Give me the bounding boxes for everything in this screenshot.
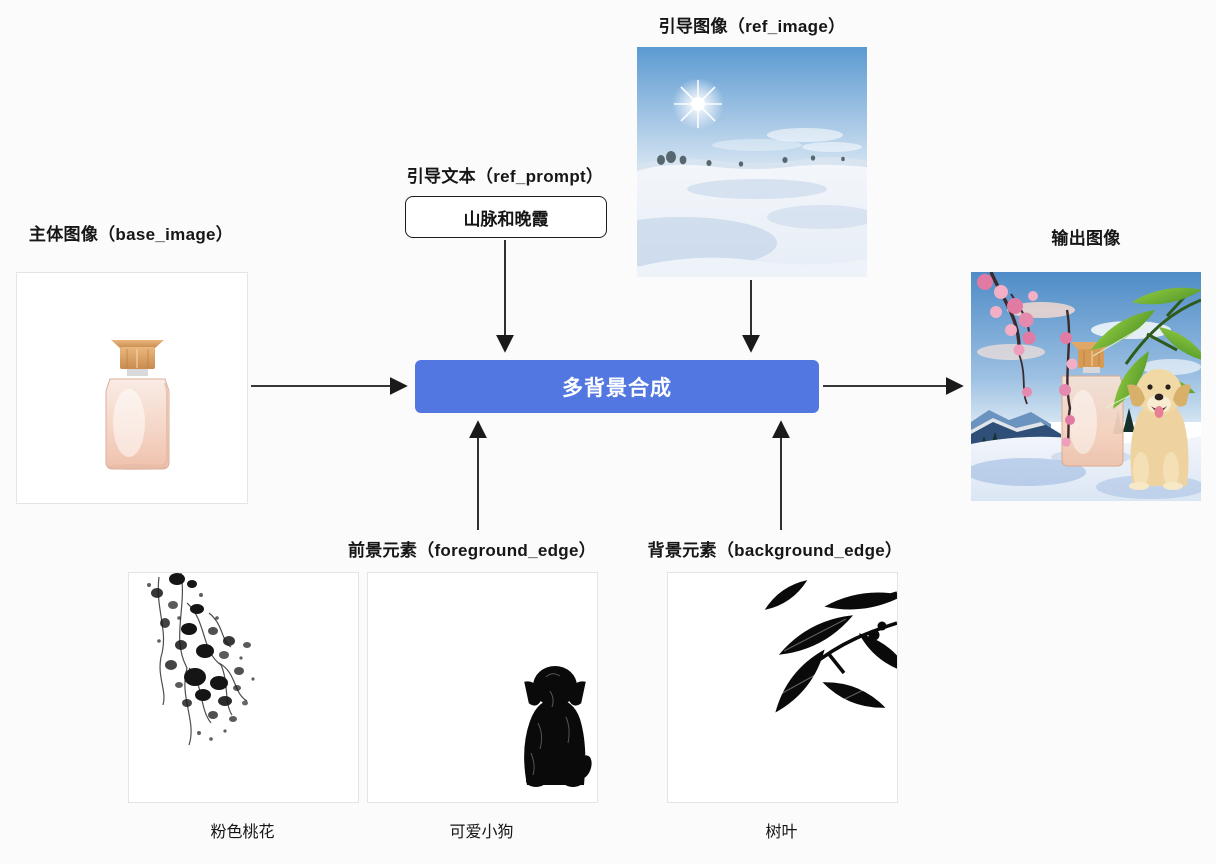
background-edge-leaves-silhouette <box>667 572 898 803</box>
output-image-composite-photo <box>971 272 1201 501</box>
background-edge-label: 背景元素（background_edge） <box>647 541 903 560</box>
foreground-edge-blossom-sketch <box>128 572 359 803</box>
foreground-edge-puppy-silhouette <box>367 572 598 803</box>
ref-prompt-label: 引导文本（ref_prompt） <box>406 167 604 186</box>
ref-image-label: 引导图像（ref_image） <box>658 17 846 36</box>
caption-pink-peach-blossom: 粉色桃花 <box>210 824 275 841</box>
ref-prompt-value: 山脉和晚霞 <box>463 209 549 229</box>
foreground-edge-label: 前景元素（foreground_edge） <box>347 541 597 560</box>
process-box: 多背景合成 <box>415 360 819 413</box>
caption-cute-puppy: 可爱小狗 <box>449 824 514 841</box>
process-label: 多背景合成 <box>562 376 672 400</box>
base-image-perfume-bottle-photo <box>16 272 248 504</box>
ref-image-snow-landscape-photo <box>637 47 867 277</box>
base-image-label: 主体图像（base_image） <box>28 225 234 244</box>
caption-leaves: 树叶 <box>765 824 798 841</box>
ref-prompt-value-box: 山脉和晚霞 <box>405 196 607 238</box>
output-image-label: 输出图像 <box>1051 229 1121 248</box>
